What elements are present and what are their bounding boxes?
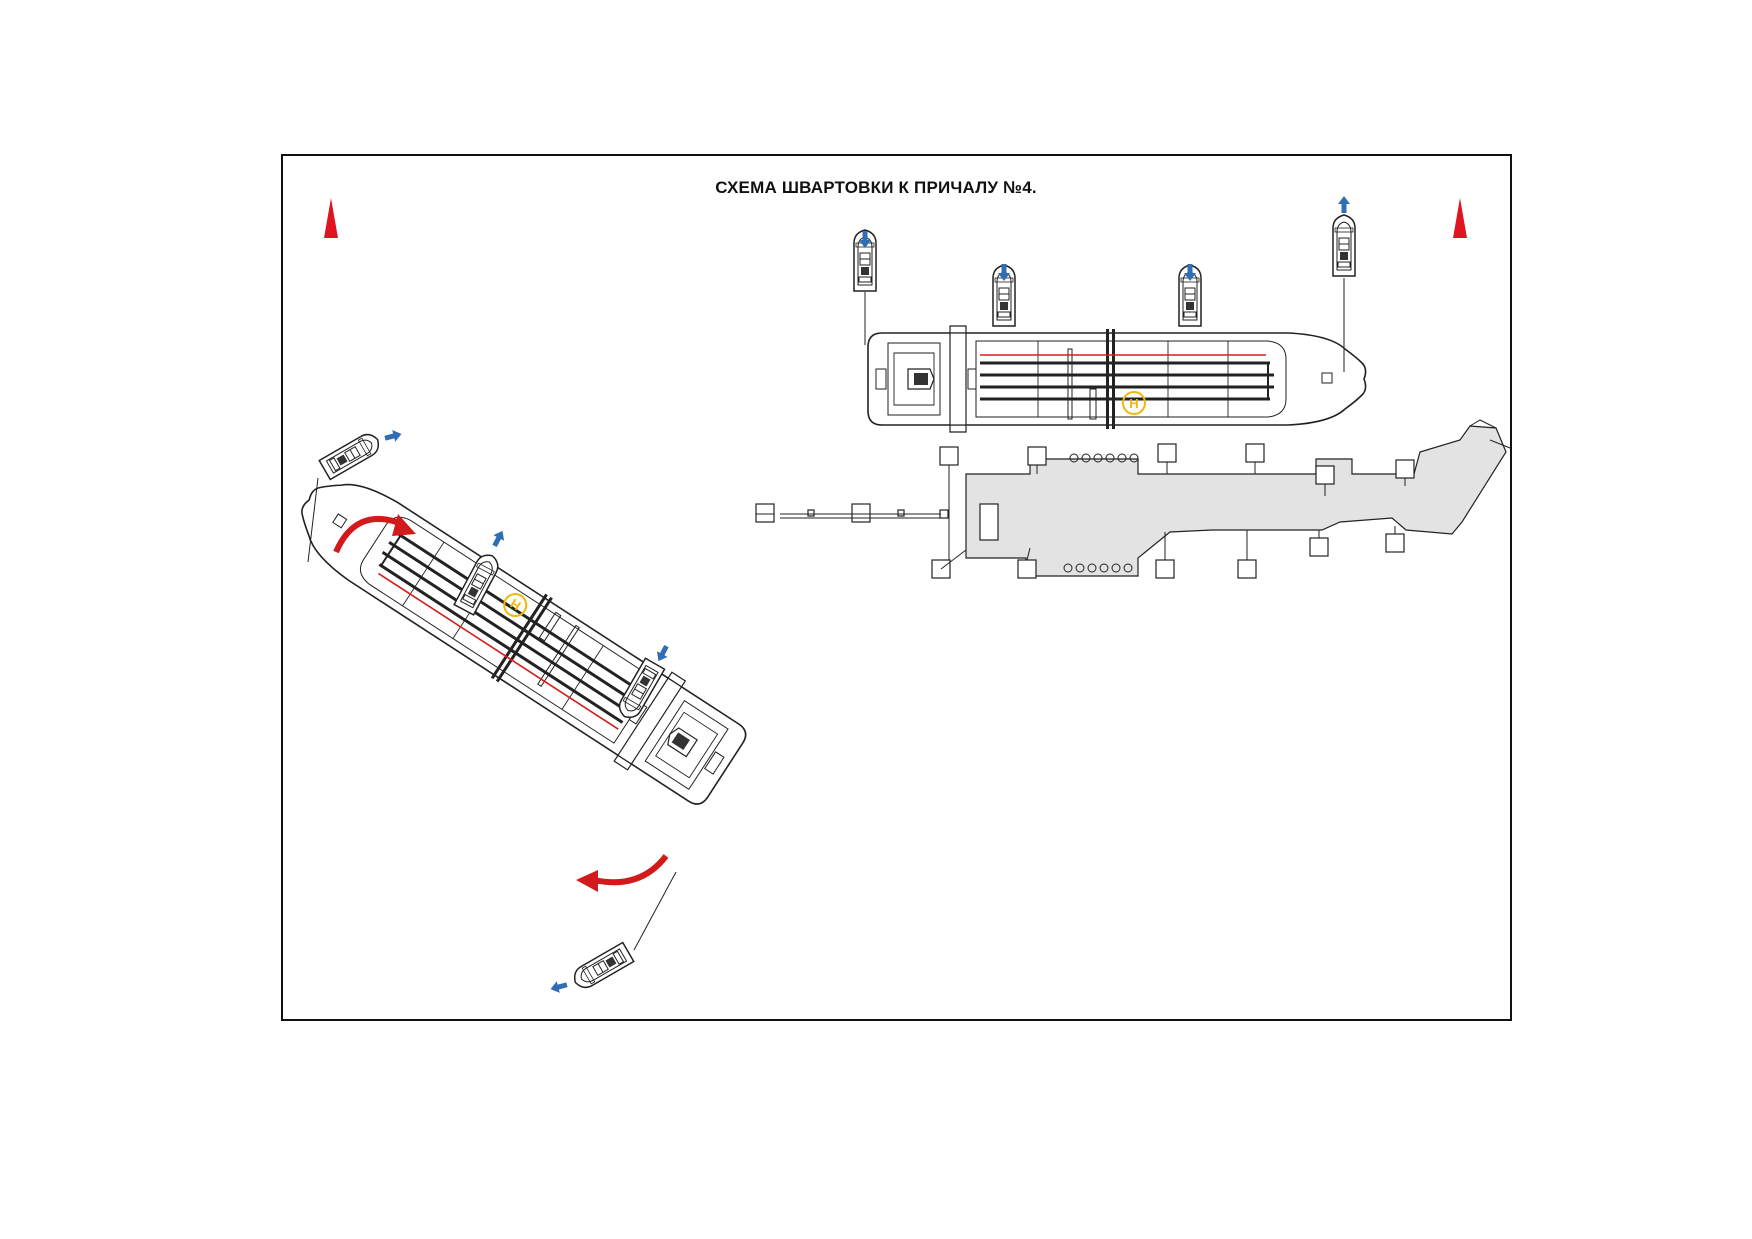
- tug-moored-4: [1332, 196, 1356, 372]
- curved-turn-arrow-icon-stern: [576, 854, 669, 892]
- tug-push-arrow-icon: [548, 978, 569, 995]
- tug-approach-4: [548, 871, 677, 995]
- tug-moored-2: [992, 264, 1016, 327]
- north-marker-icon-right: [1453, 198, 1467, 238]
- tug-push-arrow-icon: [1338, 196, 1350, 213]
- tug-push-arrow-icon: [653, 643, 672, 664]
- diagram-title: СХЕМА ШВАРТОВКИ К ПРИЧАЛУ №4.: [715, 178, 1037, 197]
- tug-approach-1: [307, 428, 404, 563]
- north-marker-icon-left: [324, 198, 338, 238]
- pier-4: [755, 419, 1511, 579]
- moored-ship: [866, 324, 1368, 434]
- tug-push-arrow-icon: [383, 428, 404, 445]
- tug-moored-3: [1178, 264, 1202, 327]
- approaching-ship: [277, 453, 756, 817]
- tug-push-arrow-icon: [489, 528, 508, 549]
- curved-turn-arrow-icon-bow: [333, 514, 416, 554]
- tug-moored-1: [853, 229, 877, 345]
